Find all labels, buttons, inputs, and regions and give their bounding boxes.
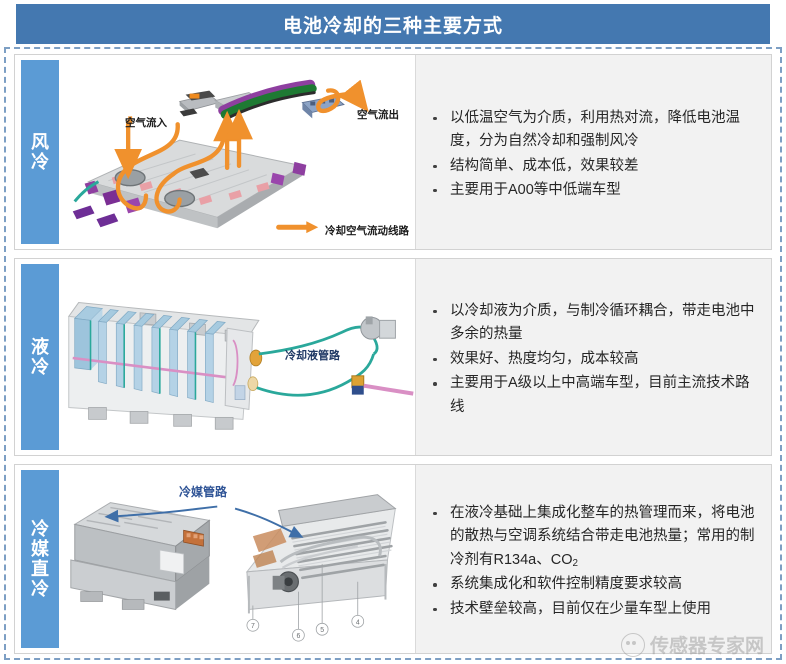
refrigerant-pipe-label: 冷媒管路 — [179, 485, 228, 499]
table-row: 液 冷 — [14, 258, 772, 456]
refrigerant-cooling-figure-panel: 7 6 5 4 — [67, 465, 416, 653]
sidebar-item-liquid-cooling[interactable]: 液 冷 — [21, 264, 59, 450]
air-inlet-label: 空气流入 — [125, 117, 167, 129]
air-cooling-figure-panel: 空气流入 空气流出 冷却空气流动线路 — [67, 55, 416, 249]
sidebar-item-refrigerant-direct-cooling[interactable]: 冷 媒 直 冷 — [21, 470, 59, 648]
label-char: 冷 — [31, 579, 49, 600]
label-char: 直 — [31, 559, 49, 579]
cooling-methods-list: 风 冷 — [14, 54, 772, 654]
label-char: 媒 — [31, 538, 49, 559]
list-item: 以低温空气为介质，利用热对流，降低电池温度，分为自然冷却和强制风冷 — [428, 107, 755, 154]
label-char: 风 — [31, 131, 49, 152]
liquid-cooling-figure-panel: 冷却液管路 — [67, 259, 416, 455]
bullet-list: 在液冷基础上集成化整车的热管理而来，将电池的散热与空调系统结合带走电池热量；常用… — [428, 502, 755, 622]
cooling-airflow-legend-label: 冷却空气流动线路 — [325, 225, 409, 237]
liquid-cooled-battery-pack-diagram — [67, 259, 415, 455]
table-row: 冷 媒 直 冷 — [14, 464, 772, 654]
coolant-pipe-label: 冷却液管路 — [285, 350, 340, 362]
air-cooled-battery-pack-diagram — [67, 55, 415, 249]
air-cooling-description-panel: 以低温空气为介质，利用热对流，降低电池温度，分为自然冷却和强制风冷 结构简单、成… — [416, 55, 771, 249]
row-label-column: 冷 媒 直 冷 — [15, 465, 67, 653]
svg-text:5: 5 — [320, 627, 324, 634]
label-char: 液 — [31, 336, 49, 357]
bullet-list: 以冷却液为介质，与制冷循环耦合，带走电池中多余的热量 效果好、热度均匀，成本较高… — [428, 300, 755, 420]
list-item: 结构简单、成本低，效果较差 — [428, 155, 755, 178]
list-item: 技术壁垒较高，目前仅在少量车型上使用 — [428, 598, 755, 621]
list-item: 主要用于A级以上中高端车型，目前主流技术路线 — [428, 372, 755, 419]
bullet-list: 以低温空气为介质，利用热对流，降低电池温度，分为自然冷却和强制风冷 结构简单、成… — [428, 107, 755, 204]
table-row: 风 冷 — [14, 54, 772, 250]
row-label-column: 液 冷 — [15, 259, 67, 455]
list-item: 在液冷基础上集成化整车的热管理而来，将电池的散热与空调系统结合带走电池热量；常用… — [428, 502, 755, 572]
sidebar-item-air-cooling[interactable]: 风 冷 — [21, 60, 59, 244]
refrigerant-direct-cooling-battery-pack-diagram: 7 6 5 4 — [67, 465, 415, 653]
page-title: 电池冷却的三种主要方式 — [282, 15, 503, 37]
row-label-column: 风 冷 — [15, 55, 67, 249]
list-item: 主要用于A00等中低端车型 — [428, 179, 755, 202]
air-outlet-label: 空气流出 — [357, 109, 399, 121]
list-item: 效果好、热度均匀，成本较高 — [428, 348, 755, 371]
liquid-cooling-description-panel: 以冷却液为介质，与制冷循环耦合，带走电池中多余的热量 效果好、热度均匀，成本较高… — [416, 259, 771, 455]
refrigerant-cooling-description-panel: 在液冷基础上集成化整车的热管理而来，将电池的散热与空调系统结合带走电池热量；常用… — [416, 465, 771, 653]
content-dashed-frame — [4, 47, 782, 660]
label-char: 冷 — [31, 518, 49, 539]
list-item: 系统集成化和软件控制精度要求较高 — [428, 573, 755, 596]
label-char: 冷 — [31, 152, 49, 172]
label-char: 冷 — [31, 357, 49, 377]
svg-text:7: 7 — [251, 623, 255, 630]
svg-text:6: 6 — [296, 633, 300, 640]
list-item: 以冷却液为介质，与制冷循环耦合，带走电池中多余的热量 — [428, 300, 755, 347]
page-header-bar: 电池冷却的三种主要方式 — [16, 4, 770, 44]
svg-text:4: 4 — [356, 619, 360, 626]
